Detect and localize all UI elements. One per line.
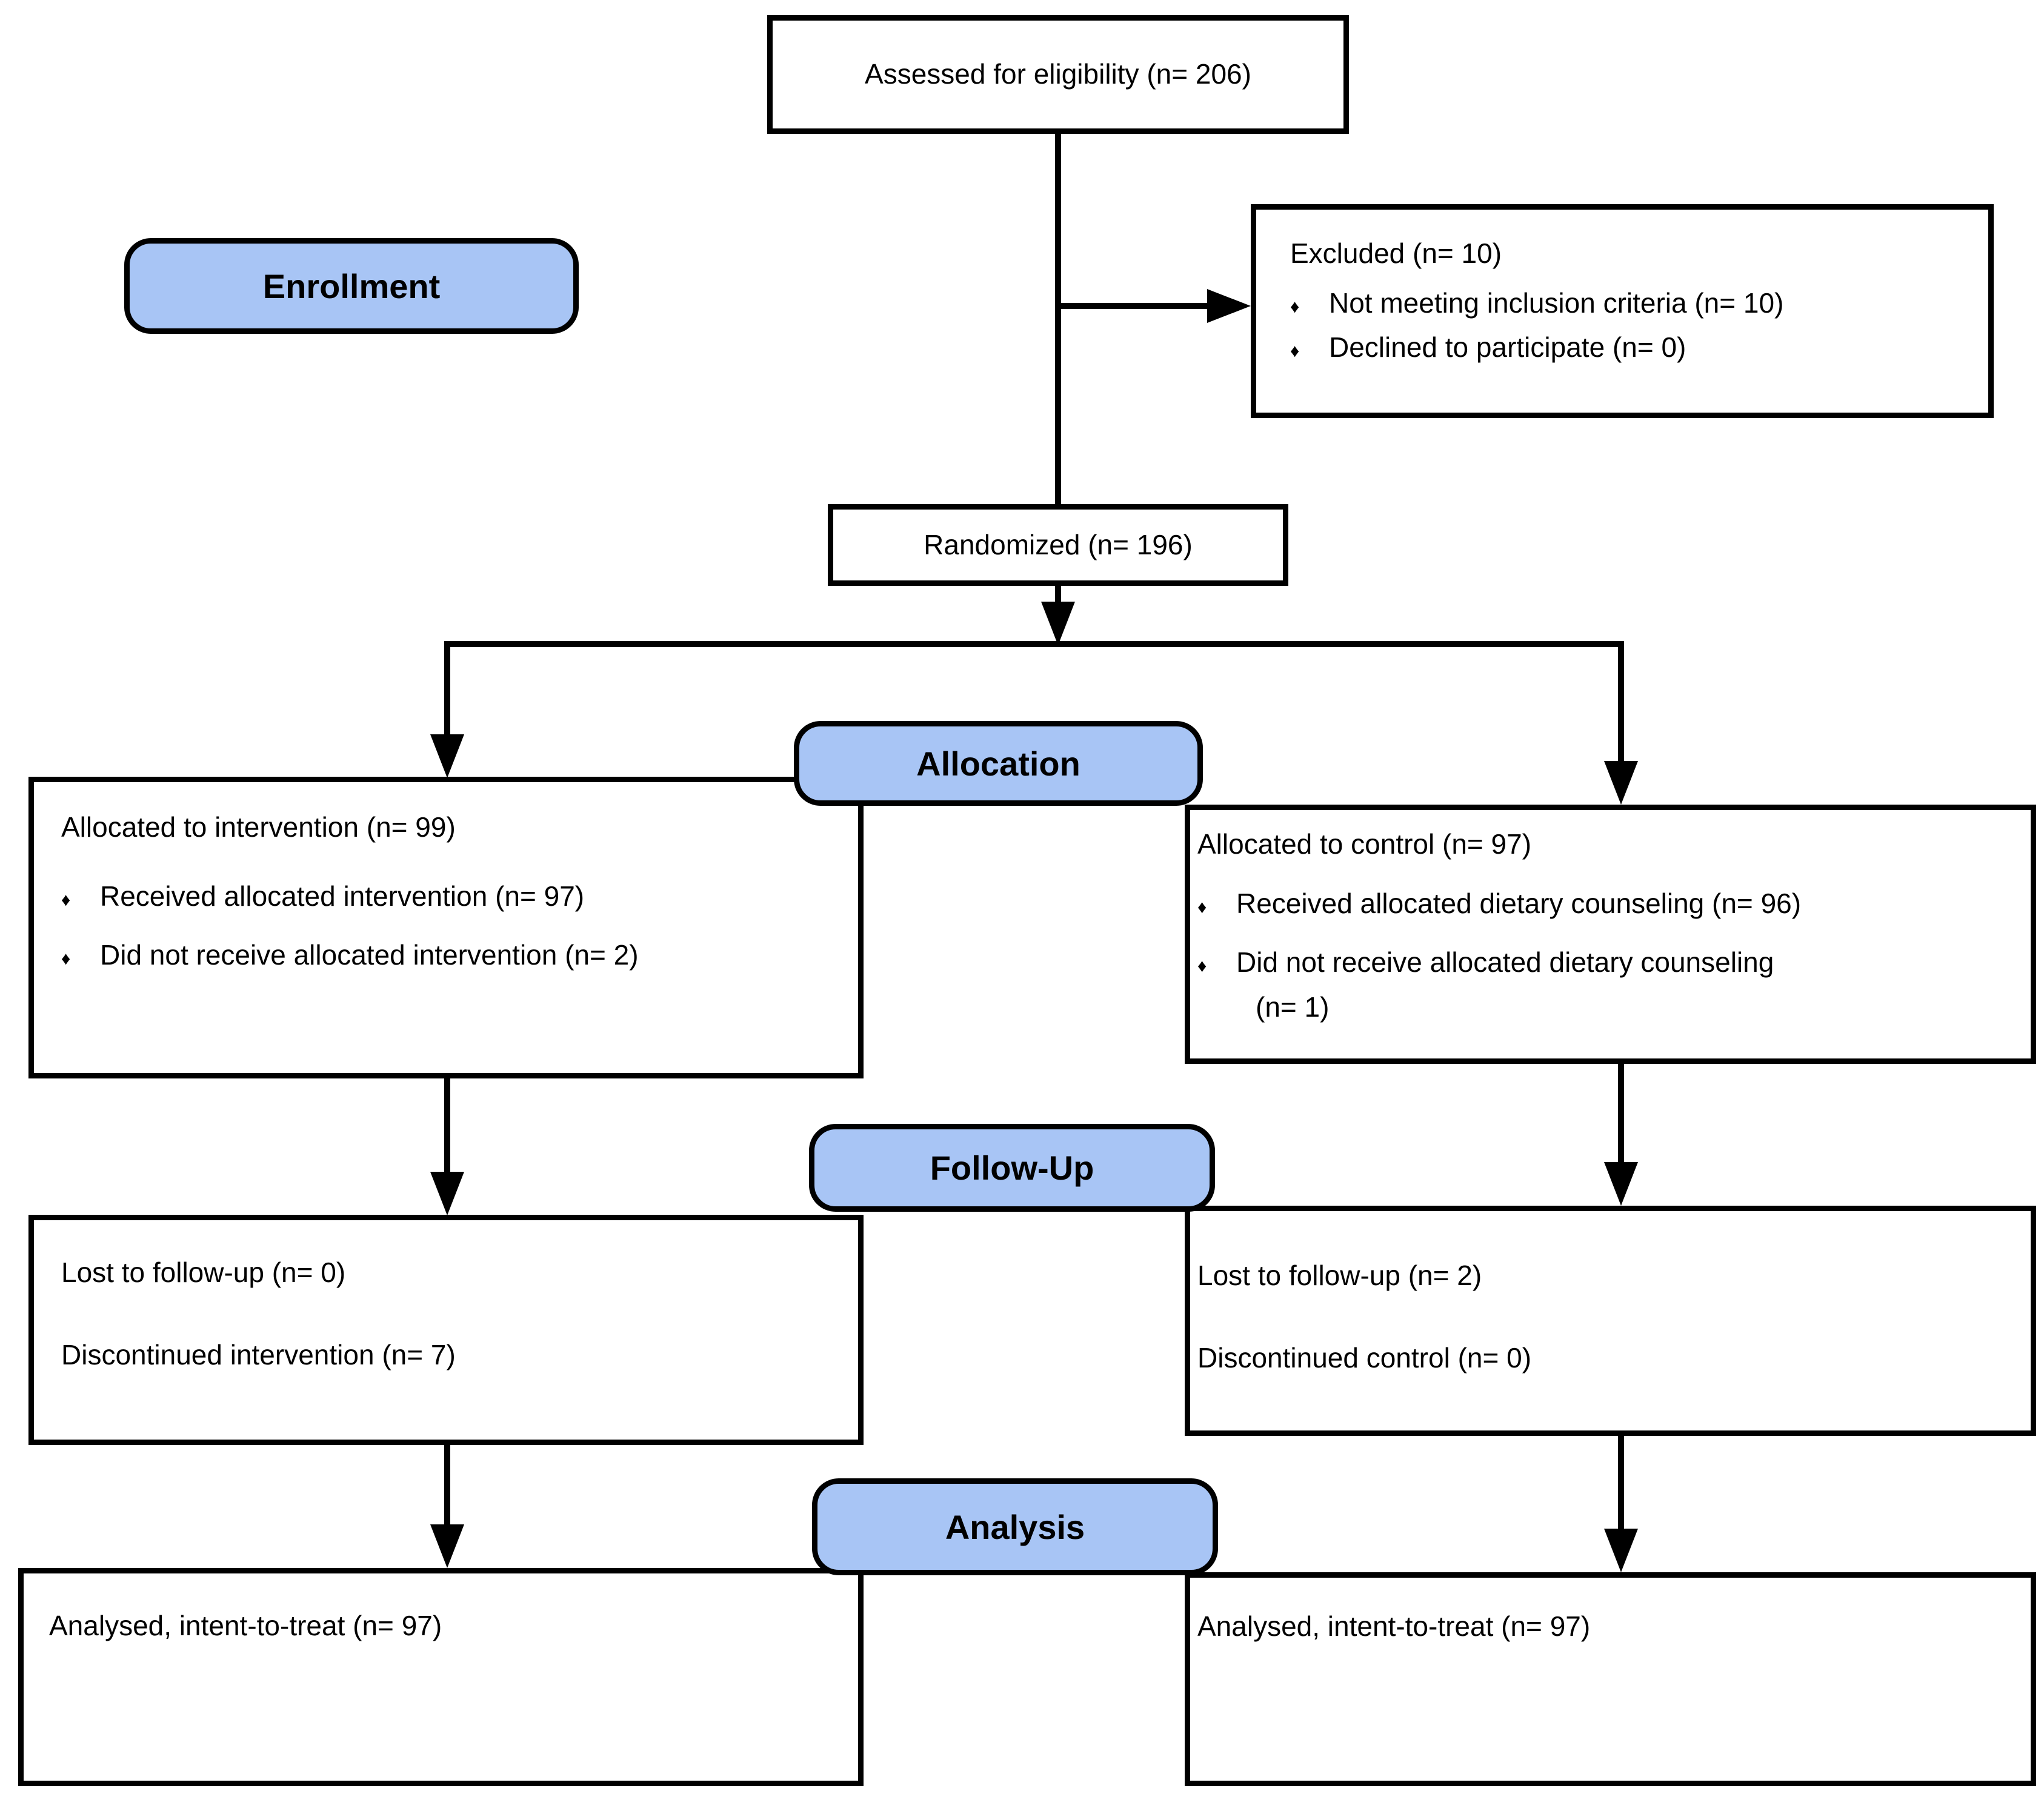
arrowhead-followup-left (430, 1172, 464, 1215)
followup-control-box: Lost to follow-up (n= 2) Discontinued co… (1185, 1206, 2036, 1436)
arrowhead-alloc-right (1604, 761, 1638, 805)
excluded-box: Excluded (n= 10) ♦ Not meeting inclusion… (1251, 204, 1994, 418)
followup-control-line-1: Lost to follow-up (n= 2) (1197, 1260, 1482, 1291)
arrowhead-alloc-left (430, 734, 464, 778)
randomized-text: Randomized (n= 196) (924, 528, 1193, 560)
stage-label-followup: Follow-Up (809, 1124, 1215, 1212)
followup-intervention-box: Lost to follow-up (n= 0) Discontinued in… (28, 1215, 864, 1445)
analysis-control-line-1: Analysed, intent-to-treat (n= 97) (1197, 1610, 1591, 1642)
allocated-control-box: Allocated to control (n= 97) ♦ Received … (1185, 805, 2036, 1064)
stage-label-enrollment: Enrollment (124, 238, 579, 334)
connector-branch-to-excluded (1058, 303, 1210, 309)
arrowhead-excluded (1207, 289, 1251, 323)
followup-intervention-line-1: Lost to follow-up (n= 0) (61, 1257, 346, 1288)
excluded-bullet-1: Not meeting inclusion criteria (n= 10) (1329, 287, 1784, 319)
bullet-diamond-icon: ♦ (61, 889, 71, 910)
analysis-intervention-line-1: Analysed, intent-to-treat (n= 97) (49, 1610, 442, 1641)
connector-split-horizontal (444, 641, 1621, 647)
excluded-bullet-2: Declined to participate (n= 0) (1329, 331, 1686, 364)
followup-intervention-line-2: Discontinued intervention (n= 7) (61, 1338, 456, 1370)
followup-control-line-2: Discontinued control (n= 0) (1197, 1341, 1532, 1374)
bullet-diamond-icon: ♦ (1290, 296, 1300, 317)
randomized-box: Randomized (n= 196) (828, 504, 1288, 586)
stage-label-allocation: Allocation (794, 721, 1203, 806)
stage-label-analysis: Analysis (812, 1478, 1218, 1575)
enrollment-label: Enrollment (262, 267, 441, 305)
alloc-intervention-bullet-1: Received allocated intervention (n= 97) (100, 880, 585, 912)
connector-split-to-alloc-right (1618, 641, 1624, 763)
excluded-title: Excluded (n= 10) (1290, 238, 1502, 269)
followup-label: Follow-Up (930, 1149, 1094, 1187)
analysis-label: Analysis (945, 1507, 1085, 1546)
alloc-control-bullet-2: Did not receive allocated dietary counse… (1236, 946, 1774, 978)
alloc-intervention-bullet-2: Did not receive allocated intervention (… (100, 939, 639, 971)
analysis-control-box: Analysed, intent-to-treat (n= 97) (1185, 1572, 2036, 1786)
bullet-diamond-icon: ♦ (1197, 956, 1207, 977)
alloc-intervention-title: Allocated to intervention (n= 99) (61, 811, 456, 843)
arrowhead-analysis-right (1604, 1529, 1638, 1572)
connector-alloc-to-followup-right (1618, 1064, 1624, 1164)
connector-followup-to-analysis-right (1618, 1436, 1624, 1530)
alloc-control-bullet-2-cont: (n= 1) (1256, 991, 1330, 1023)
arrowhead-split (1041, 602, 1075, 645)
alloc-control-title: Allocated to control (n= 97) (1197, 828, 1532, 860)
assessed-box: Assessed for eligibility (n= 206) (767, 15, 1349, 134)
arrowhead-analysis-left (430, 1524, 464, 1568)
connector-split-to-alloc-left (444, 641, 450, 737)
connector-followup-to-analysis-left (444, 1445, 450, 1527)
allocated-intervention-box: Allocated to intervention (n= 99) ♦ Rece… (28, 777, 864, 1078)
bullet-diamond-icon: ♦ (1197, 897, 1207, 917)
analysis-intervention-box: Analysed, intent-to-treat (n= 97) (18, 1568, 864, 1786)
alloc-control-bullet-1: Received allocated dietary counseling (n… (1236, 887, 1802, 919)
assessed-text: Assessed for eligibility (n= 206) (865, 58, 1251, 90)
connector-randomized-to-split (1055, 583, 1061, 607)
connector-assessed-to-randomized (1055, 131, 1061, 504)
bullet-diamond-icon: ♦ (61, 949, 71, 969)
arrowhead-followup-right (1604, 1162, 1638, 1206)
allocation-label: Allocation (916, 744, 1080, 783)
bullet-diamond-icon: ♦ (1290, 341, 1300, 362)
connector-alloc-to-followup-left (444, 1078, 450, 1174)
